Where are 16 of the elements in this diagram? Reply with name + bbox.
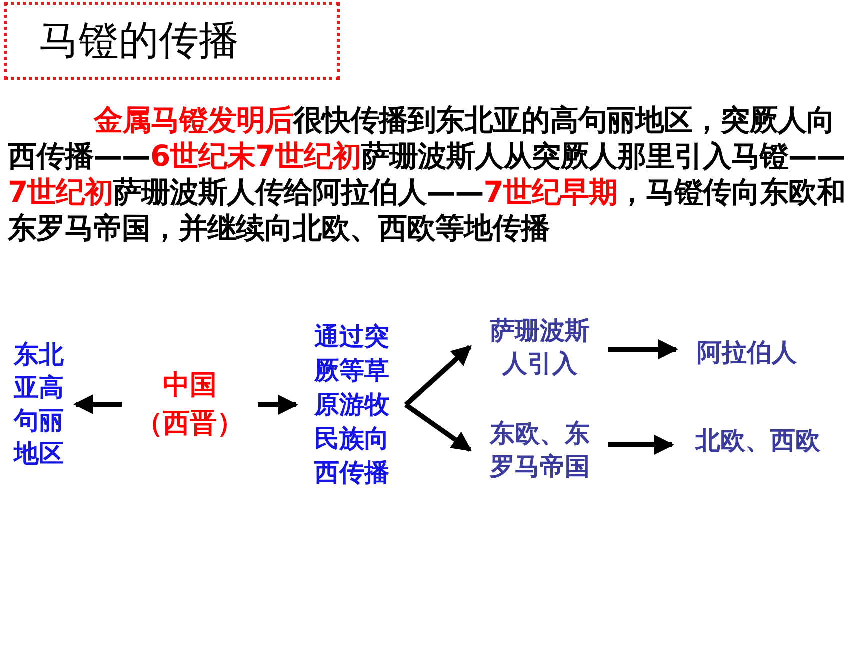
place-label: 中国 (163, 369, 217, 403)
place-label: （西晋） (136, 407, 244, 441)
place-label: 北欧、西欧 (696, 424, 820, 456)
arrow (404, 345, 472, 407)
arrow (404, 402, 472, 452)
arrow (608, 435, 674, 455)
place-label: 萨珊波斯人引入 (489, 315, 591, 380)
arrow (258, 395, 298, 415)
place-label: 东欧、东罗马帝国 (488, 418, 591, 483)
title-box: 马镫的传播 (4, 2, 340, 80)
arrow (608, 340, 678, 360)
place-label: 通过突厥等草原游牧民族向西传播 (313, 321, 390, 489)
paragraph: 金属马镫发明后很快传播到东北亚的高句丽地区，突厥人向西传播——6世纪末7世纪初萨珊波斯人从突厥人那里引入马镫——7世纪初萨珊波斯人传给阿拉伯人——7世纪早期，马镫传向东欧和东罗马帝国，并继续向北欧、西欧等地传播 (8, 102, 846, 246)
arrow (74, 394, 122, 414)
place-label: 阿拉伯人 (697, 336, 797, 368)
place-label: 东北亚高句丽地区 (12, 339, 65, 470)
